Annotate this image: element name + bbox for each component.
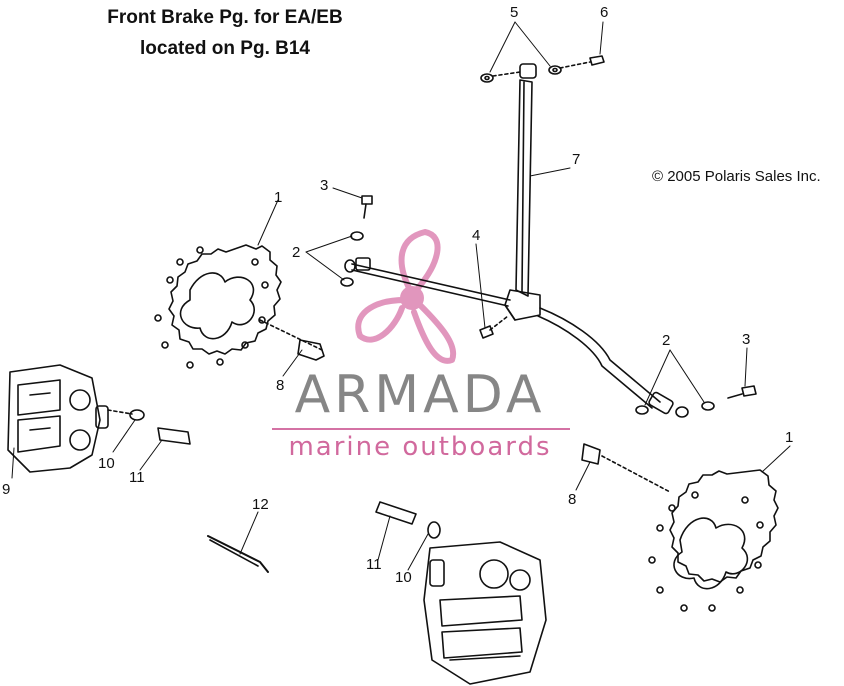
top-banjo-fitting — [480, 55, 605, 83]
reference-note-line-2: located on Pg. B14 — [140, 38, 310, 59]
callout-label: 5 — [510, 4, 519, 21]
brake-hose-vertical — [515, 79, 533, 297]
callout-label: 10 — [395, 569, 412, 586]
brake-caliper-right — [423, 541, 547, 685]
reference-note-line-1: Front Brake Pg. for EA/EB — [107, 7, 343, 28]
callout-label: 9 — [2, 481, 11, 498]
watermark-brand: ARMADA — [294, 365, 546, 425]
brake-line-right — [537, 307, 689, 418]
callout-label: 8 — [276, 377, 285, 394]
callout-label: 11 — [129, 469, 145, 486]
brake-tee-block — [504, 289, 541, 321]
callout-label: 4 — [472, 227, 481, 244]
callout-label: 10 — [98, 455, 115, 472]
callout-label: 8 — [568, 491, 577, 508]
callout-label: 3 — [742, 331, 751, 348]
callout-label: 2 — [292, 244, 301, 261]
callout-label: 1 — [274, 189, 283, 206]
propeller-logo-icon — [355, 229, 457, 364]
brake-disc-right — [648, 469, 779, 612]
callout-label: 1 — [785, 429, 794, 446]
copyright-notice: © 2005 Polaris Sales Inc. — [652, 168, 821, 185]
reference-note: Front Brake Pg. for EA/EB located on Pg.… — [60, 2, 390, 64]
brake-line-left — [344, 257, 511, 307]
watermark-tagline: marine outboards — [288, 432, 552, 462]
callout-label: 3 — [320, 177, 329, 194]
brake-disc-left — [154, 244, 282, 369]
callout-label: 12 — [252, 496, 269, 513]
callout-label: 7 — [572, 151, 581, 168]
brake-caliper-left — [7, 364, 109, 473]
callout-label: 11 — [366, 556, 382, 573]
callout-label: 6 — [600, 4, 609, 21]
watermark-divider — [272, 428, 570, 430]
callout-label: 2 — [662, 332, 671, 349]
